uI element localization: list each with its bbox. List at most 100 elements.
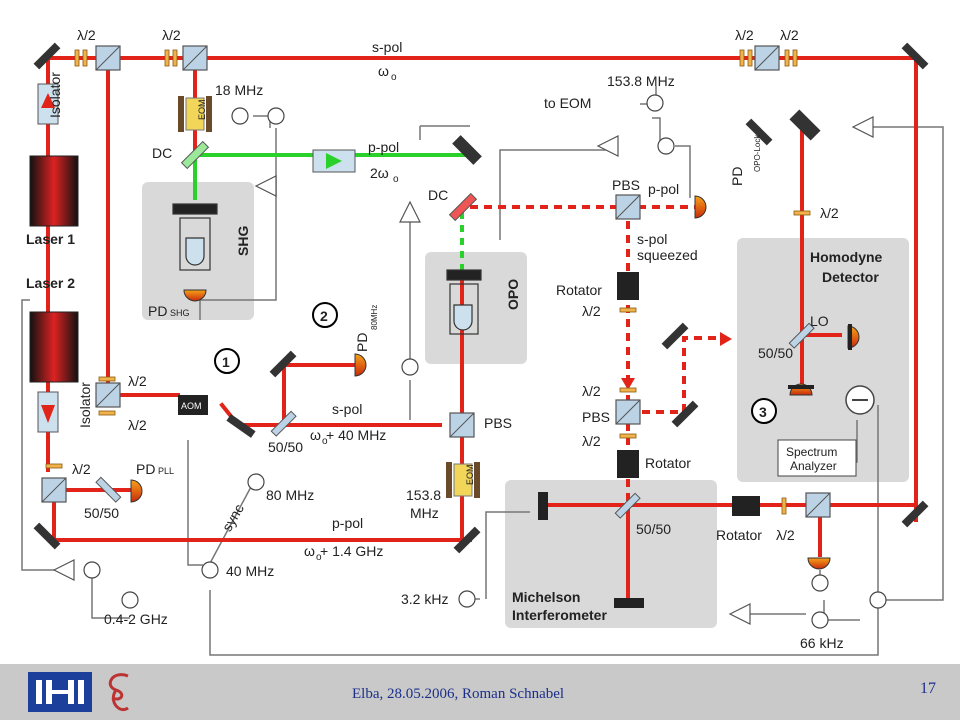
page-number: 17	[920, 680, 936, 697]
mhz40-label: 40 MHz	[226, 563, 274, 579]
p-pol-label-bottom: p-pol	[332, 515, 363, 531]
mirrors	[33, 42, 929, 554]
pd-shg-sub: SHG	[170, 308, 190, 318]
eom-label-2: EOM	[465, 464, 475, 485]
omega-label-top: ω	[378, 63, 389, 79]
homodyne-panel	[737, 238, 909, 482]
aom-label: AOM	[181, 401, 202, 411]
hwp-label-1: λ/2	[77, 27, 96, 43]
sync-label: sync	[219, 501, 247, 534]
spectrum-label-2: Analyzer	[790, 459, 837, 473]
lo-label: LO	[810, 313, 829, 329]
fifty-label-mid: 50/50	[268, 439, 303, 455]
hwp-label-5: λ/2	[582, 303, 601, 319]
hwp-label-9: λ/2	[128, 373, 147, 389]
laser1-body	[29, 155, 79, 227]
rotator-label-3: Rotator	[716, 527, 762, 543]
hwp-label-12: λ/2	[776, 527, 795, 543]
khz66-label: 66 kHz	[800, 635, 844, 651]
laser2-body	[29, 311, 79, 383]
omega-sub-mid: o	[322, 436, 328, 447]
plus40-label: + 40 MHz	[326, 427, 386, 443]
michelson-panel	[505, 480, 717, 628]
fifty-label-pll: 50/50	[84, 505, 119, 521]
michelson-label-2: Interferometer	[512, 607, 607, 623]
beam-arrow	[720, 332, 732, 346]
rotator-label-2: Rotator	[645, 455, 691, 471]
university-logo	[28, 672, 92, 712]
isolator-label-2: Isolator	[77, 382, 93, 428]
pd-opo-label: PD	[729, 167, 745, 186]
isolator-label-1: Isolator	[47, 72, 63, 118]
p-pol-label-green: p-pol	[368, 139, 399, 155]
pd80-sub: 80MHz	[370, 305, 379, 330]
hwp-label-10: λ/2	[128, 417, 147, 433]
mhz153-label: 153.8 MHz	[607, 73, 675, 89]
two-omega-label: 2ω	[370, 165, 389, 181]
hwp-label-7: λ/2	[582, 383, 601, 399]
hwp-label-6: λ/2	[820, 205, 839, 221]
michelson-mirrors	[538, 324, 852, 608]
cavities	[172, 203, 482, 335]
red-beams	[46, 56, 918, 600]
mhz80-label: 80 MHz	[266, 487, 314, 503]
spectrum-analyzer-box	[777, 439, 857, 477]
pd-pll-label: PD	[136, 461, 155, 477]
plus14-label: + 1.4 GHz	[320, 543, 383, 559]
pd-opo-sub: OPO-Lock	[753, 134, 762, 172]
aom-box	[178, 395, 208, 415]
isolators	[37, 83, 356, 433]
s-pol-squeezed-1: s-pol	[637, 231, 667, 247]
signal-generators	[121, 94, 829, 629]
marker-1: 1	[222, 354, 230, 370]
hwp-label-2: λ/2	[162, 27, 181, 43]
laser2-label: Laser 2	[26, 275, 75, 291]
pd-shg-label: PD	[148, 303, 167, 319]
s-pol-label-mid: s-pol	[332, 401, 362, 417]
spectrum-label-1: Spectrum	[786, 445, 837, 459]
splitter-plates	[95, 140, 815, 519]
omega-label-mid: ω	[310, 427, 321, 443]
step-markers	[214, 302, 777, 424]
marker-2: 2	[320, 308, 328, 324]
fifty-label-hd: 50/50	[758, 345, 793, 361]
beam-arrow-down	[621, 378, 635, 390]
dc-label-1: DC	[152, 145, 172, 161]
fifty-label-mi: 50/50	[636, 521, 671, 537]
s-pol-label-top: s-pol	[372, 39, 402, 55]
cube-diagonals	[41, 45, 831, 518]
pd-pll-sub: PLL	[158, 466, 174, 476]
pbs-label-3: PBS	[484, 415, 512, 431]
marker-3: 3	[759, 404, 767, 420]
mhz18-label: 18 MHz	[215, 82, 263, 98]
homodyne-label-2: Detector	[822, 269, 879, 285]
p-pol-label-2: p-pol	[648, 181, 679, 197]
pd80-label: PD	[354, 333, 370, 352]
eom-153-1: 153.8	[406, 487, 441, 503]
rotators	[617, 272, 760, 516]
mixers	[83, 107, 887, 609]
hwp-label-8: λ/2	[582, 433, 601, 449]
hwp-label-11: λ/2	[72, 461, 91, 477]
rotator-label-1: Rotator	[556, 282, 602, 298]
opo-label: OPO	[505, 279, 521, 310]
green-dashed-beams	[193, 165, 464, 275]
amplifiers	[52, 116, 874, 625]
ghz-label: 0.4-2 GHz	[104, 611, 168, 627]
omega-sub-top: o	[391, 72, 397, 83]
dc-label-2: DC	[428, 187, 448, 203]
khz32-label: 3.2 kHz	[401, 591, 448, 607]
shg-label: SHG	[235, 226, 251, 256]
slide-footer	[0, 664, 960, 720]
hwp-label-4: λ/2	[780, 27, 799, 43]
pbs-label-2: PBS	[582, 409, 610, 425]
laser1-label: Laser 1	[26, 231, 75, 247]
michelson-label-1: Michelson	[512, 589, 580, 605]
homodyne-label-1: Homodyne	[810, 249, 883, 265]
footer-caption: Elba, 28.05.2006, Roman Schnabel	[352, 686, 565, 702]
two-omega-sub: o	[393, 174, 399, 185]
s-pol-squeezed-2: squeezed	[637, 247, 698, 263]
halfwave-plates	[45, 49, 811, 515]
hwp-label-3: λ/2	[735, 27, 754, 43]
